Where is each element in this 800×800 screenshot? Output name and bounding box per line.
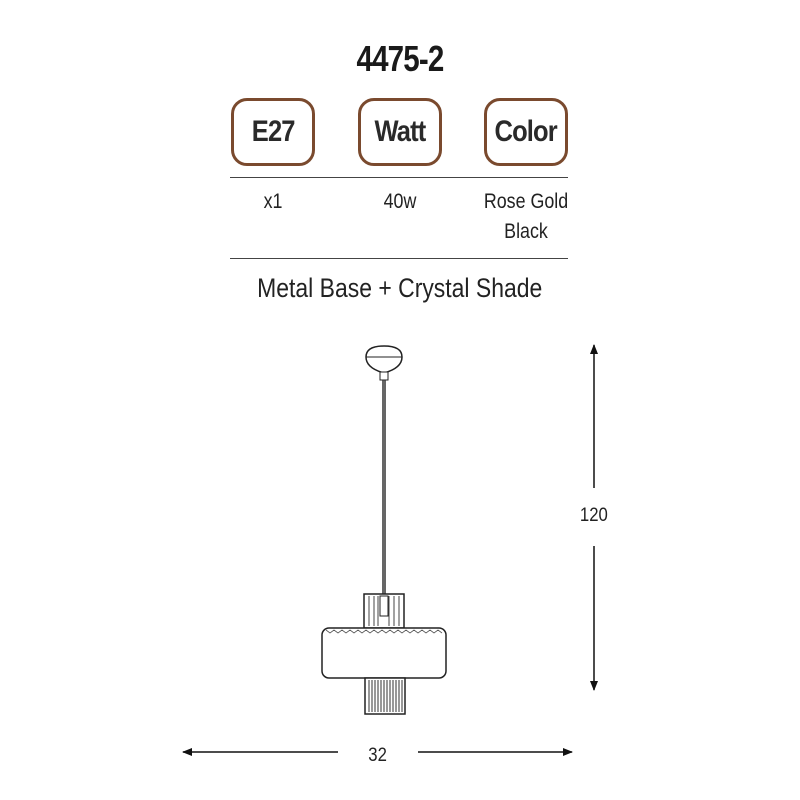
socket-badge: E27 — [231, 98, 315, 166]
height-dimension-label: 120 — [564, 505, 624, 527]
socket-label: E27 — [251, 115, 296, 148]
watt-badge: Watt — [358, 98, 442, 166]
color-value-line2: Black — [504, 220, 548, 243]
width-dimension-label: 32 — [348, 745, 408, 767]
ceiling-canopy — [365, 345, 403, 381]
suspension-cord — [382, 380, 386, 595]
color-value-line1: Rose Gold — [483, 190, 569, 213]
quantity-value: x1 — [213, 187, 333, 217]
color-badge: Color — [484, 98, 568, 166]
color-value: Rose Gold Black — [466, 187, 586, 247]
material-description: Metal Base + Crystal Shade — [0, 273, 800, 304]
watt-label: Watt — [374, 115, 427, 148]
wattage-value: 40w — [340, 187, 460, 217]
table-bottom-divider — [230, 258, 568, 259]
quantity-text: x1 — [263, 190, 283, 213]
model-title: 4475-2 — [356, 38, 444, 79]
height-value: 120 — [580, 505, 608, 526]
upper-collar — [363, 593, 405, 629]
lower-crystal-rods — [364, 677, 406, 715]
wattage-text: 40w — [383, 190, 417, 213]
table-top-divider — [230, 177, 568, 178]
crystal-shade — [321, 627, 447, 679]
material-text: Metal Base + Crystal Shade — [257, 273, 543, 303]
width-value: 32 — [368, 745, 388, 766]
color-label: Color — [494, 115, 558, 148]
